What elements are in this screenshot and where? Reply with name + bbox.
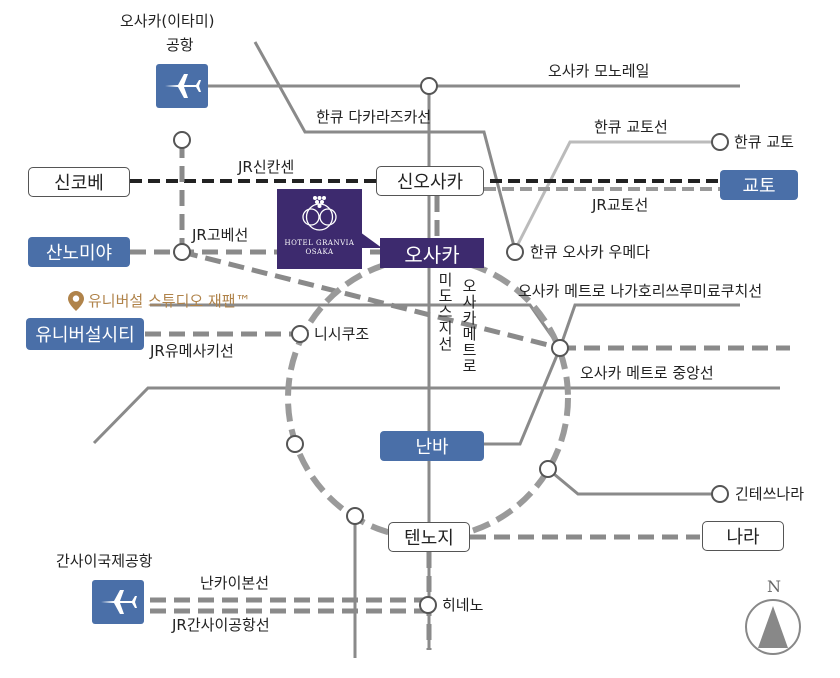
nishikujo-station-label: 니시쿠조 — [314, 325, 370, 343]
tennoji-box[interactable]: 텐노지 — [388, 522, 470, 552]
monorail-label: 오사카 모노레일 — [548, 62, 650, 80]
compass: N — [744, 578, 802, 658]
hotel-city: OSAKA — [305, 248, 334, 256]
hankyu-kyoto-line-label: 한큐 교토선 — [594, 118, 668, 136]
shin-kobe-box[interactable]: 신코베 — [28, 167, 130, 197]
nankai-label: 난카이본선 — [200, 574, 270, 592]
kansai-airport-icon — [92, 580, 144, 624]
nishikujo-station — [291, 325, 309, 343]
namba-box[interactable]: 난바 — [380, 431, 484, 461]
hankyu-kyoto-station — [711, 133, 729, 151]
hinenoo-station-label: 히네노 — [442, 596, 484, 614]
compass-north: N — [767, 577, 781, 596]
jr-yumesaki-label: JR유메사키선 — [150, 342, 234, 360]
itami-airport-label-2: 공항 — [166, 36, 194, 54]
jr-kyoto-label: JR교토선 — [592, 196, 649, 214]
hankyu-takarazuka-label: 한큐 다카라즈카선 — [316, 108, 432, 126]
hotel-emblem-icon — [302, 196, 337, 231]
osaka-metro-label: 오사카메트로 — [460, 278, 478, 374]
usj-poi[interactable]: 유니버설 스튜디오 재팬™ — [68, 290, 251, 311]
jr-kansai-airport-label: JR간사이공항선 — [172, 616, 270, 634]
north-arrow-icon — [758, 606, 788, 648]
osaka-box[interactable]: 오사카 — [380, 238, 484, 268]
hotel-pointer — [360, 232, 382, 248]
kyoto-box[interactable]: 교토 — [720, 170, 798, 200]
itami-airport-label-1: 오사카(이타미) — [120, 12, 215, 30]
hotel-granvia-logo[interactable]: HOTEL GRANVIA OSAKA — [277, 189, 362, 269]
hankyu-kyoto-station-label: 한큐 교토 — [734, 133, 794, 151]
shinkansen-label: JR신칸센 — [238, 158, 295, 176]
sannomiya-station — [173, 243, 191, 261]
hankyu-umeda-station-label: 한큐 오사카 우메다 — [530, 243, 650, 261]
loop-southwest-station — [346, 507, 364, 525]
monorail-station — [420, 77, 438, 95]
loop-southeast-station — [539, 460, 557, 478]
hotel-name: HOTEL GRANVIA — [284, 239, 355, 247]
shin-osaka-box[interactable]: 신오사카 — [376, 166, 484, 196]
nagahori-label: 오사카 메트로 나가호리쓰루미료쿠치선 — [518, 282, 763, 300]
hankyu-umeda-station — [506, 243, 524, 261]
usj-label: 유니버설 스튜디오 재팬™ — [88, 292, 251, 310]
namba-connector-line — [484, 347, 562, 446]
kintetsu-line — [547, 467, 720, 496]
loop-west-station — [286, 435, 304, 453]
location-pin-icon — [68, 290, 84, 311]
nara-box[interactable]: 나라 — [702, 521, 784, 551]
hankyu-kyoto-line — [513, 140, 720, 251]
loop-east-station — [551, 339, 569, 357]
sannomiya-box[interactable]: 산노미야 — [28, 237, 130, 267]
itami-station — [173, 131, 191, 149]
hinenoo-station — [419, 596, 437, 614]
midosuji-label: 미도스지선 — [436, 272, 454, 352]
kansai-airport-label: 간사이국제공항 — [56, 552, 153, 570]
hankyu-takarazuka-line — [253, 41, 517, 251]
kintetsu-nara-station-label: 긴테쓰나라 — [735, 485, 805, 503]
itami-airport-icon — [156, 64, 208, 108]
universal-city-box[interactable]: 유니버설시티 — [26, 318, 144, 350]
chuo-label: 오사카 메트로 중앙선 — [580, 364, 714, 382]
jr-kobe-label: JR고베선 — [192, 226, 249, 244]
jr-diagonal-line — [181, 249, 561, 351]
kintetsu-nara-station — [711, 485, 729, 503]
